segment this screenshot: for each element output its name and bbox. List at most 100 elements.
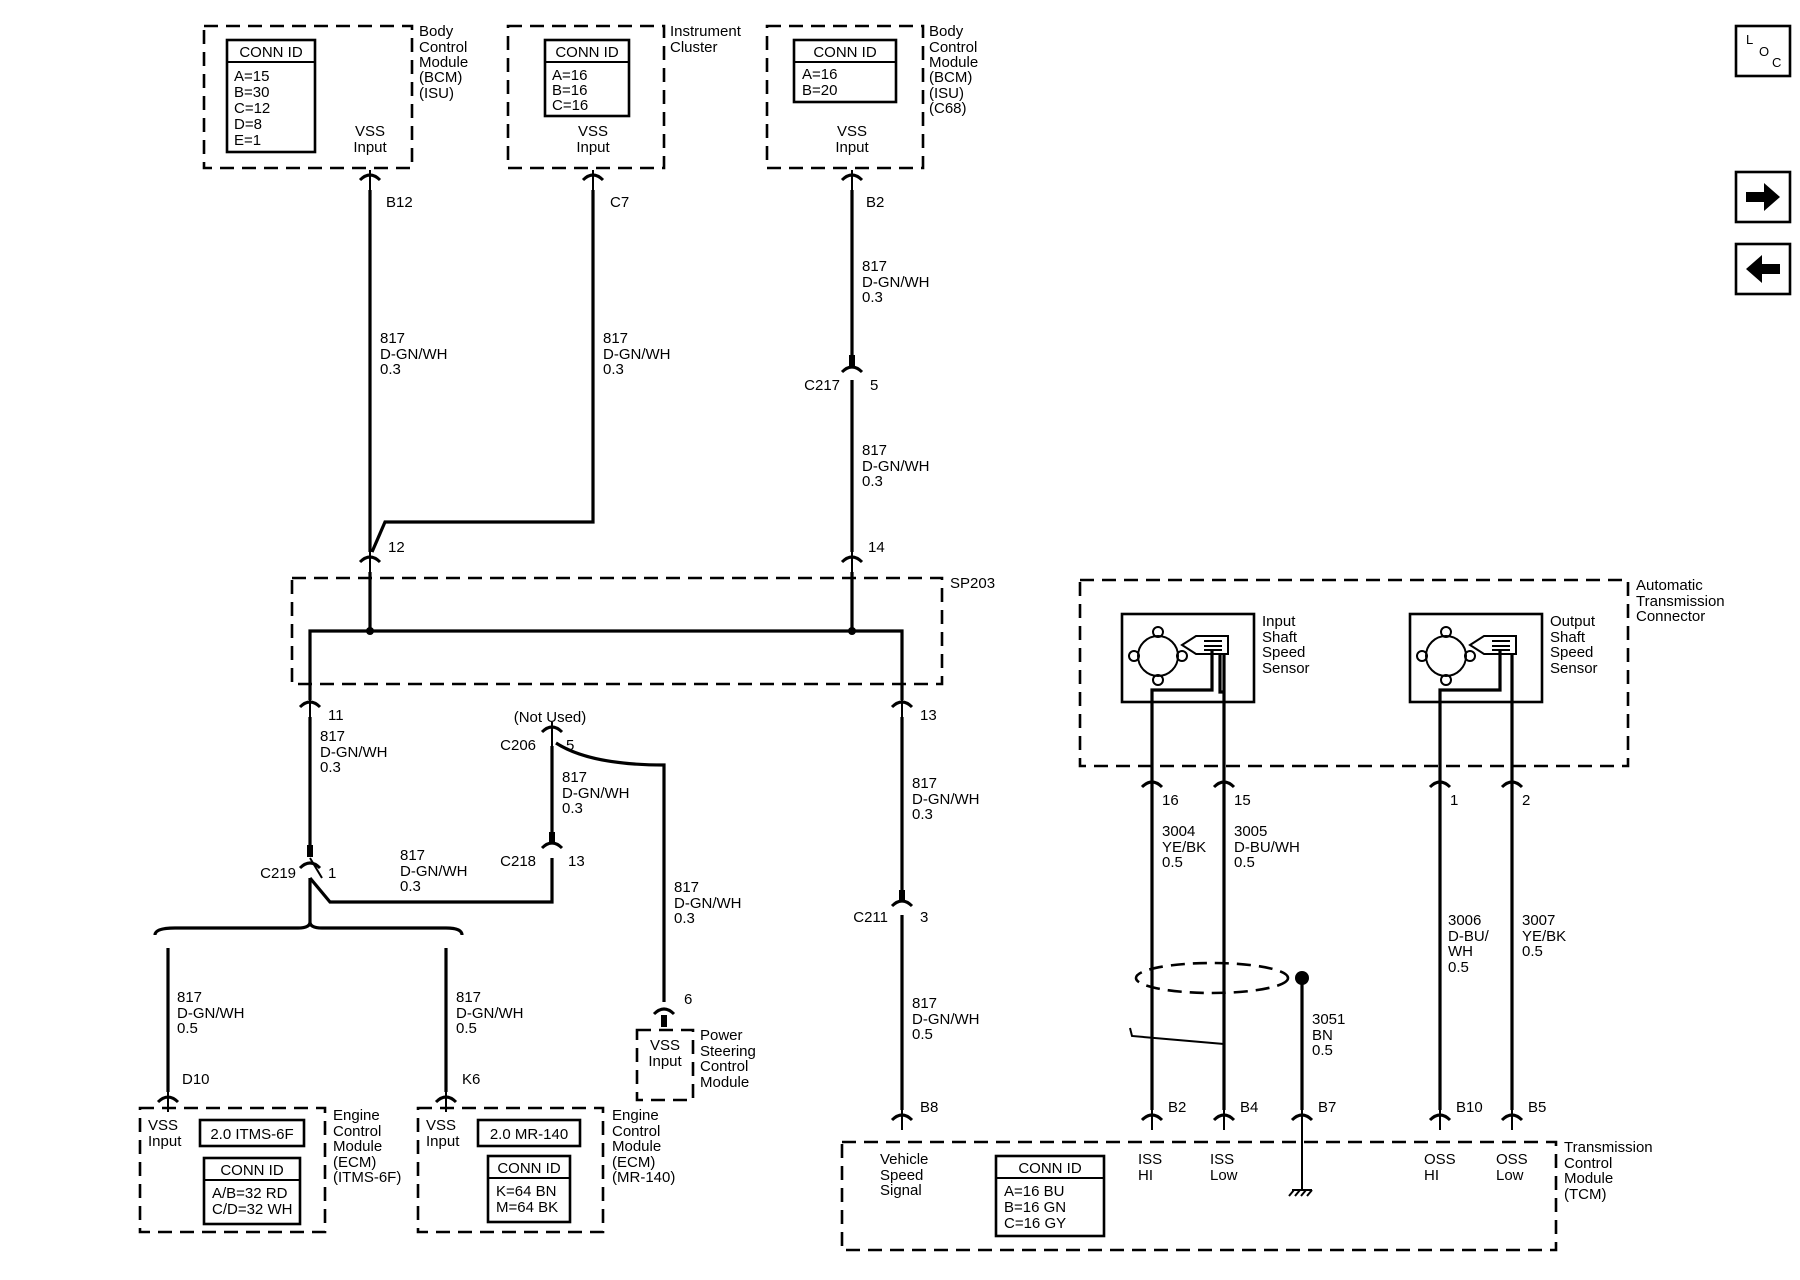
- wire-label-c211-tcm: 817 D-GN/WH 0.5: [912, 995, 980, 1043]
- connector-cups-top: [358, 170, 864, 190]
- connector-name: C206: [500, 737, 536, 754]
- wire-label-cluster: 817 D-GN/WH 0.3: [603, 330, 671, 378]
- wire-size: 0.3: [562, 800, 583, 817]
- wire-size: 0.3: [380, 361, 401, 378]
- wire-color: D-GN/WH: [380, 346, 448, 363]
- vss-input-label: VSS: [650, 1037, 680, 1054]
- vss-input-label: Input: [576, 139, 610, 156]
- wire-label-c206-c218: 817 D-GN/WH 0.3: [562, 769, 630, 817]
- pin-label: B2: [1168, 1099, 1186, 1116]
- conn-id-line: D=8: [234, 116, 262, 133]
- circuit-number: 3007: [1522, 912, 1555, 929]
- module-name: Body: [929, 23, 964, 40]
- conn-id-title: CONN ID: [239, 44, 303, 61]
- wire-label-bcm-c68: 817 D-GN/WH 0.3: [862, 258, 930, 306]
- automatic-transmission-connector: Automatic Transmission Connector: [1078, 577, 1725, 768]
- pin-label: B4: [1240, 1099, 1258, 1116]
- pin-label: B2: [866, 194, 884, 211]
- conn-id-line: C=16 GY: [1004, 1215, 1066, 1232]
- wire-label-c206-pscm: 817 D-GN/WH 0.3: [674, 879, 742, 927]
- pin-function: ISS: [1210, 1151, 1234, 1168]
- module-name: Cluster: [670, 39, 718, 56]
- wire-color: D-GN/WH: [862, 274, 930, 291]
- atc-pins: 16 15 1 2: [1140, 777, 1530, 809]
- wire-size: 0.3: [400, 878, 421, 895]
- pin-function: Vehicle: [880, 1151, 928, 1168]
- wire-size: 0.5: [1312, 1042, 1333, 1059]
- wire-label-drain: 3051 BN 0.5: [1312, 1011, 1345, 1059]
- wire-label-sp-c219: 817 D-GN/WH 0.3: [320, 728, 388, 776]
- tcm-pins: [890, 1110, 1524, 1197]
- pin-function: HI: [1138, 1167, 1153, 1184]
- pin-function: ISS: [1138, 1151, 1162, 1168]
- module-name: Module: [419, 54, 468, 71]
- module-name: Module: [333, 1138, 382, 1155]
- pin-label: 13: [568, 853, 585, 870]
- vss-input-label: VSS: [148, 1117, 178, 1134]
- pin-function: Speed: [880, 1167, 923, 1184]
- loc-letter: O: [1759, 44, 1769, 59]
- pin-function: Low: [1210, 1167, 1238, 1184]
- input-shaft-speed-sensor: Input Shaft Speed Sensor: [1120, 612, 1310, 704]
- conn-id-line: B=20: [802, 82, 837, 99]
- engine-label: 2.0 MR-140: [490, 1126, 568, 1143]
- sensor-name: Input: [1262, 613, 1296, 630]
- sensor-name: Shaft: [1550, 629, 1586, 646]
- wire-color: D-GN/WH: [177, 1005, 245, 1022]
- connector-name: C219: [260, 865, 296, 882]
- vss-input-label: VSS: [837, 123, 867, 140]
- pin-function: OSS: [1424, 1151, 1456, 1168]
- connector-name: C218: [500, 853, 536, 870]
- wire-color: D-GN/WH: [400, 863, 468, 880]
- circuit-number: 3005: [1234, 823, 1267, 840]
- connector-c211: C211 3: [853, 890, 928, 926]
- sensor-name: Sensor: [1262, 660, 1310, 677]
- module-name: Transmission: [1564, 1139, 1653, 1156]
- module-name: Engine: [333, 1107, 380, 1124]
- pin-label: B8: [920, 1099, 938, 1116]
- back-button[interactable]: [1734, 242, 1792, 296]
- pin-label: 15: [1234, 792, 1251, 809]
- module-name: Transmission: [1636, 593, 1725, 610]
- wire-size: 0.5: [912, 1026, 933, 1043]
- bcm-c68-module: CONN ID A=16 B=20 VSS Input Body Control…: [765, 23, 978, 170]
- wire-color: D-GN/WH: [912, 1011, 980, 1028]
- module-name: Module: [1564, 1170, 1613, 1187]
- module-name: (BCM): [419, 69, 462, 86]
- wire-size: 0.3: [912, 806, 933, 823]
- connector-c218: C218 13: [500, 832, 585, 870]
- wire-color: BN: [1312, 1027, 1333, 1044]
- wire-label-iss-low: 3005 D-BU/WH 0.5: [1234, 823, 1300, 871]
- module-name: Connector: [1636, 608, 1705, 625]
- ground-icon: [1288, 1189, 1313, 1197]
- sensor-name: Output: [1550, 613, 1596, 630]
- circuit-number: 817: [380, 330, 405, 347]
- module-name: (ECM): [612, 1154, 655, 1171]
- conn-id-line: C=12: [234, 100, 270, 117]
- ecm-itms-module: D10 VSS Input 2.0 ITMS-6F CONN ID A/B=32…: [138, 1071, 401, 1234]
- wire-color: D-BU/: [1448, 928, 1490, 945]
- module-name: (C68): [929, 100, 967, 117]
- circuit-number: 817: [603, 330, 628, 347]
- module-name: Body: [419, 23, 454, 40]
- wire-color: D-GN/WH: [674, 895, 742, 912]
- module-name: Control: [333, 1123, 381, 1140]
- connector-c217: C217 5: [804, 355, 878, 394]
- pin-label: 14: [868, 539, 885, 556]
- loc-button[interactable]: L O C: [1734, 24, 1792, 78]
- wire-color: D-GN/WH: [456, 1005, 524, 1022]
- pin-function: Low: [1496, 1167, 1524, 1184]
- pin-label: 5: [566, 737, 574, 754]
- pin-label: 13: [920, 707, 937, 724]
- wire-label-oss-low: 3007 YE/BK 0.5: [1522, 912, 1566, 960]
- conn-id-line: C=16: [552, 97, 588, 114]
- module-name: Steering: [700, 1043, 756, 1060]
- conn-id-line: A=16 BU: [1004, 1183, 1064, 1200]
- vss-input-label: Input: [648, 1053, 682, 1070]
- forward-button[interactable]: [1734, 170, 1792, 224]
- sensor-name: Speed: [1550, 644, 1593, 661]
- conn-id-line: A=15: [234, 68, 269, 85]
- wire-label-c219-c218: 817 D-GN/WH 0.3: [400, 847, 468, 895]
- bcm-isu-module: CONN ID A=15 B=30 C=12 D=8 E=1 VSS Input…: [202, 23, 468, 170]
